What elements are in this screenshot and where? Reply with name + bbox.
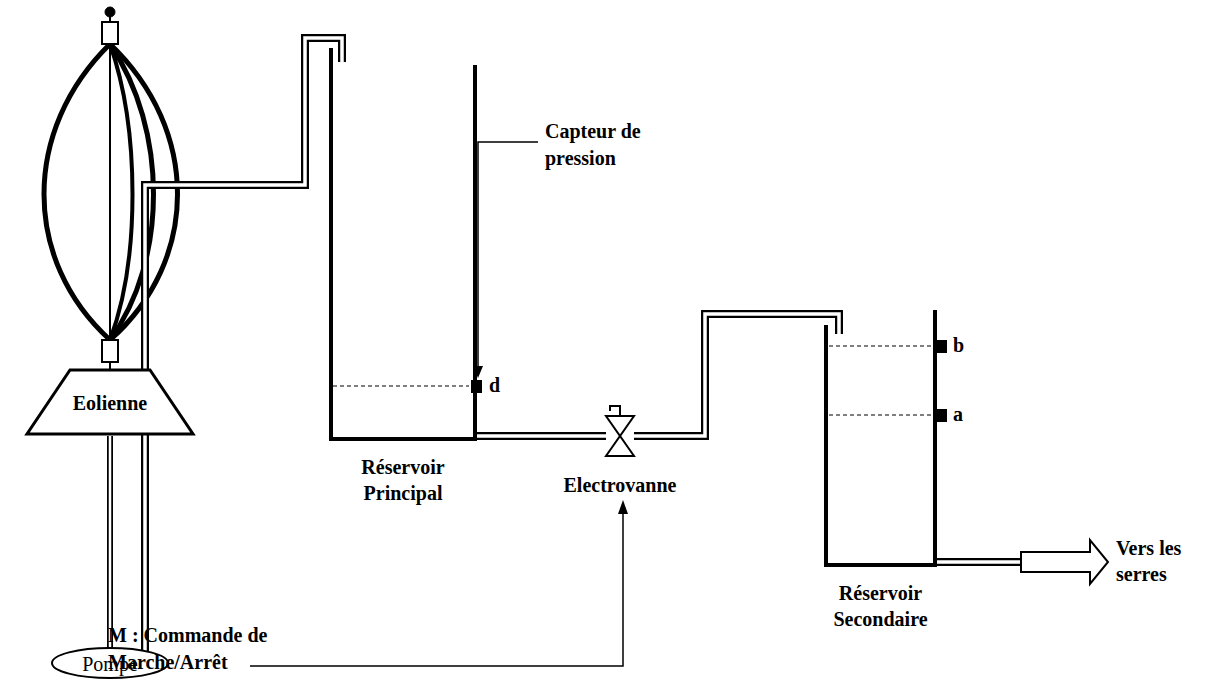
node-label: Vers les serres bbox=[1116, 535, 1216, 587]
pipe-bore bbox=[634, 314, 839, 436]
pipe-wall bbox=[476, 432, 606, 440]
pipe-wall bbox=[145, 38, 342, 652]
node-label: Réservoir Secondaire bbox=[821, 580, 941, 632]
pipe-wall bbox=[107, 436, 113, 648]
node-label: Réservoir Principal bbox=[338, 454, 468, 506]
pipe-bore bbox=[145, 38, 342, 652]
main-tank: Réservoir Principal bbox=[328, 48, 478, 442]
sensor-label: Capteur de pression bbox=[545, 118, 695, 172]
pipe-bore bbox=[476, 434, 606, 438]
control-label: M : Commande de Marche/Arrêt bbox=[108, 622, 298, 676]
node-label: Electrovanne bbox=[545, 472, 695, 498]
main-tank-outline bbox=[328, 48, 478, 442]
secondary-tank: Réservoir Secondaire bbox=[823, 310, 938, 568]
pipe-wall bbox=[634, 314, 839, 436]
leader-lines bbox=[250, 142, 628, 666]
sensor-name: d bbox=[489, 372, 509, 399]
drive-shaft bbox=[110, 436, 111, 648]
solenoid-valve: Electrovanne bbox=[600, 414, 640, 458]
sensor-name: a bbox=[953, 401, 973, 428]
water-pipe bbox=[634, 314, 839, 436]
pipe-bore bbox=[109, 436, 112, 648]
water-pipe bbox=[936, 562, 1022, 563]
water-pipe bbox=[145, 38, 342, 652]
outlet-arrow: Vers les serres bbox=[1020, 539, 1110, 585]
water-pipe bbox=[476, 436, 606, 437]
turbine-base: Eolienne bbox=[25, 368, 195, 436]
secondary-tank-outline bbox=[823, 310, 938, 568]
pipe-bore bbox=[936, 560, 1022, 564]
solenoid-valve-outline bbox=[600, 414, 640, 458]
level-lines bbox=[333, 346, 933, 415]
pipe-wall bbox=[936, 558, 1022, 566]
outlet-arrow-outline bbox=[1020, 539, 1110, 585]
sensor-name: b bbox=[953, 332, 973, 359]
node-label: Eolienne bbox=[25, 368, 195, 416]
